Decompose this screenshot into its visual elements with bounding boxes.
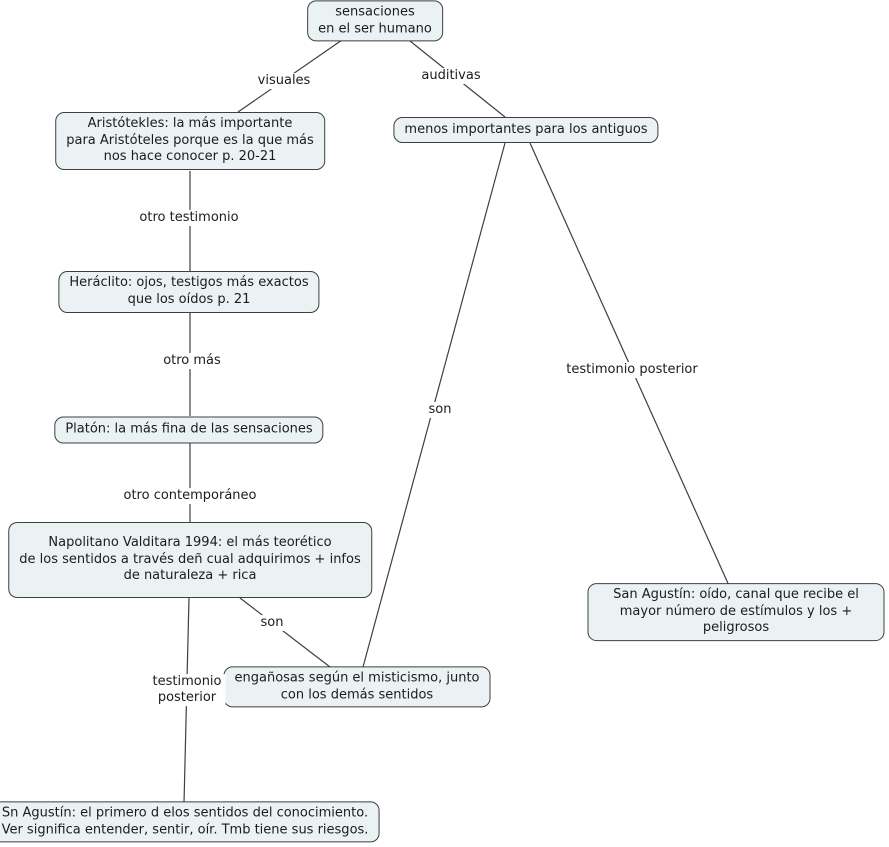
node-san-agustin-oido[interactable]: San Agustín: oído, canal que recibe el m… — [587, 583, 885, 641]
node-platon[interactable]: Platón: la más fina de las sensaciones — [54, 416, 324, 444]
link-label-visuales[interactable]: visuales — [253, 73, 315, 89]
link-label-testimonio-posterior-der[interactable]: testimonio posterior — [562, 362, 702, 378]
link-label-testimonio-posterior-izq[interactable]: testimonio posterior — [148, 674, 226, 706]
link-label-otro-mas[interactable]: otro más — [159, 353, 225, 369]
node-sensaciones[interactable]: sensaciones en el ser humano — [307, 0, 443, 42]
link-label-otro-contemporaneo[interactable]: otro contemporáneo — [119, 488, 261, 504]
link-label-son-der[interactable]: son — [424, 402, 456, 418]
link-label-otro-testimonio[interactable]: otro testimonio — [135, 210, 243, 226]
link-label-son-izq[interactable]: son — [256, 615, 288, 631]
node-enganosas[interactable]: engañosas según el misticismo, junto con… — [223, 666, 491, 708]
node-napolitano[interactable]: Napolitano Valditara 1994: el más teorét… — [8, 522, 372, 598]
node-menos-importantes[interactable]: menos importantes para los antiguos — [393, 117, 659, 143]
node-sn-agustin-vista[interactable]: Sn Agustín: el primero d elos sentidos d… — [0, 801, 380, 843]
node-heraclito[interactable]: Heráclito: ojos, testigos más exactos qu… — [58, 271, 320, 313]
link-label-auditivas[interactable]: auditivas — [417, 68, 485, 84]
node-aristoteles[interactable]: Aristótekles: la más importante para Ari… — [55, 112, 325, 170]
edge-napolitano-enganosas — [239, 597, 331, 668]
